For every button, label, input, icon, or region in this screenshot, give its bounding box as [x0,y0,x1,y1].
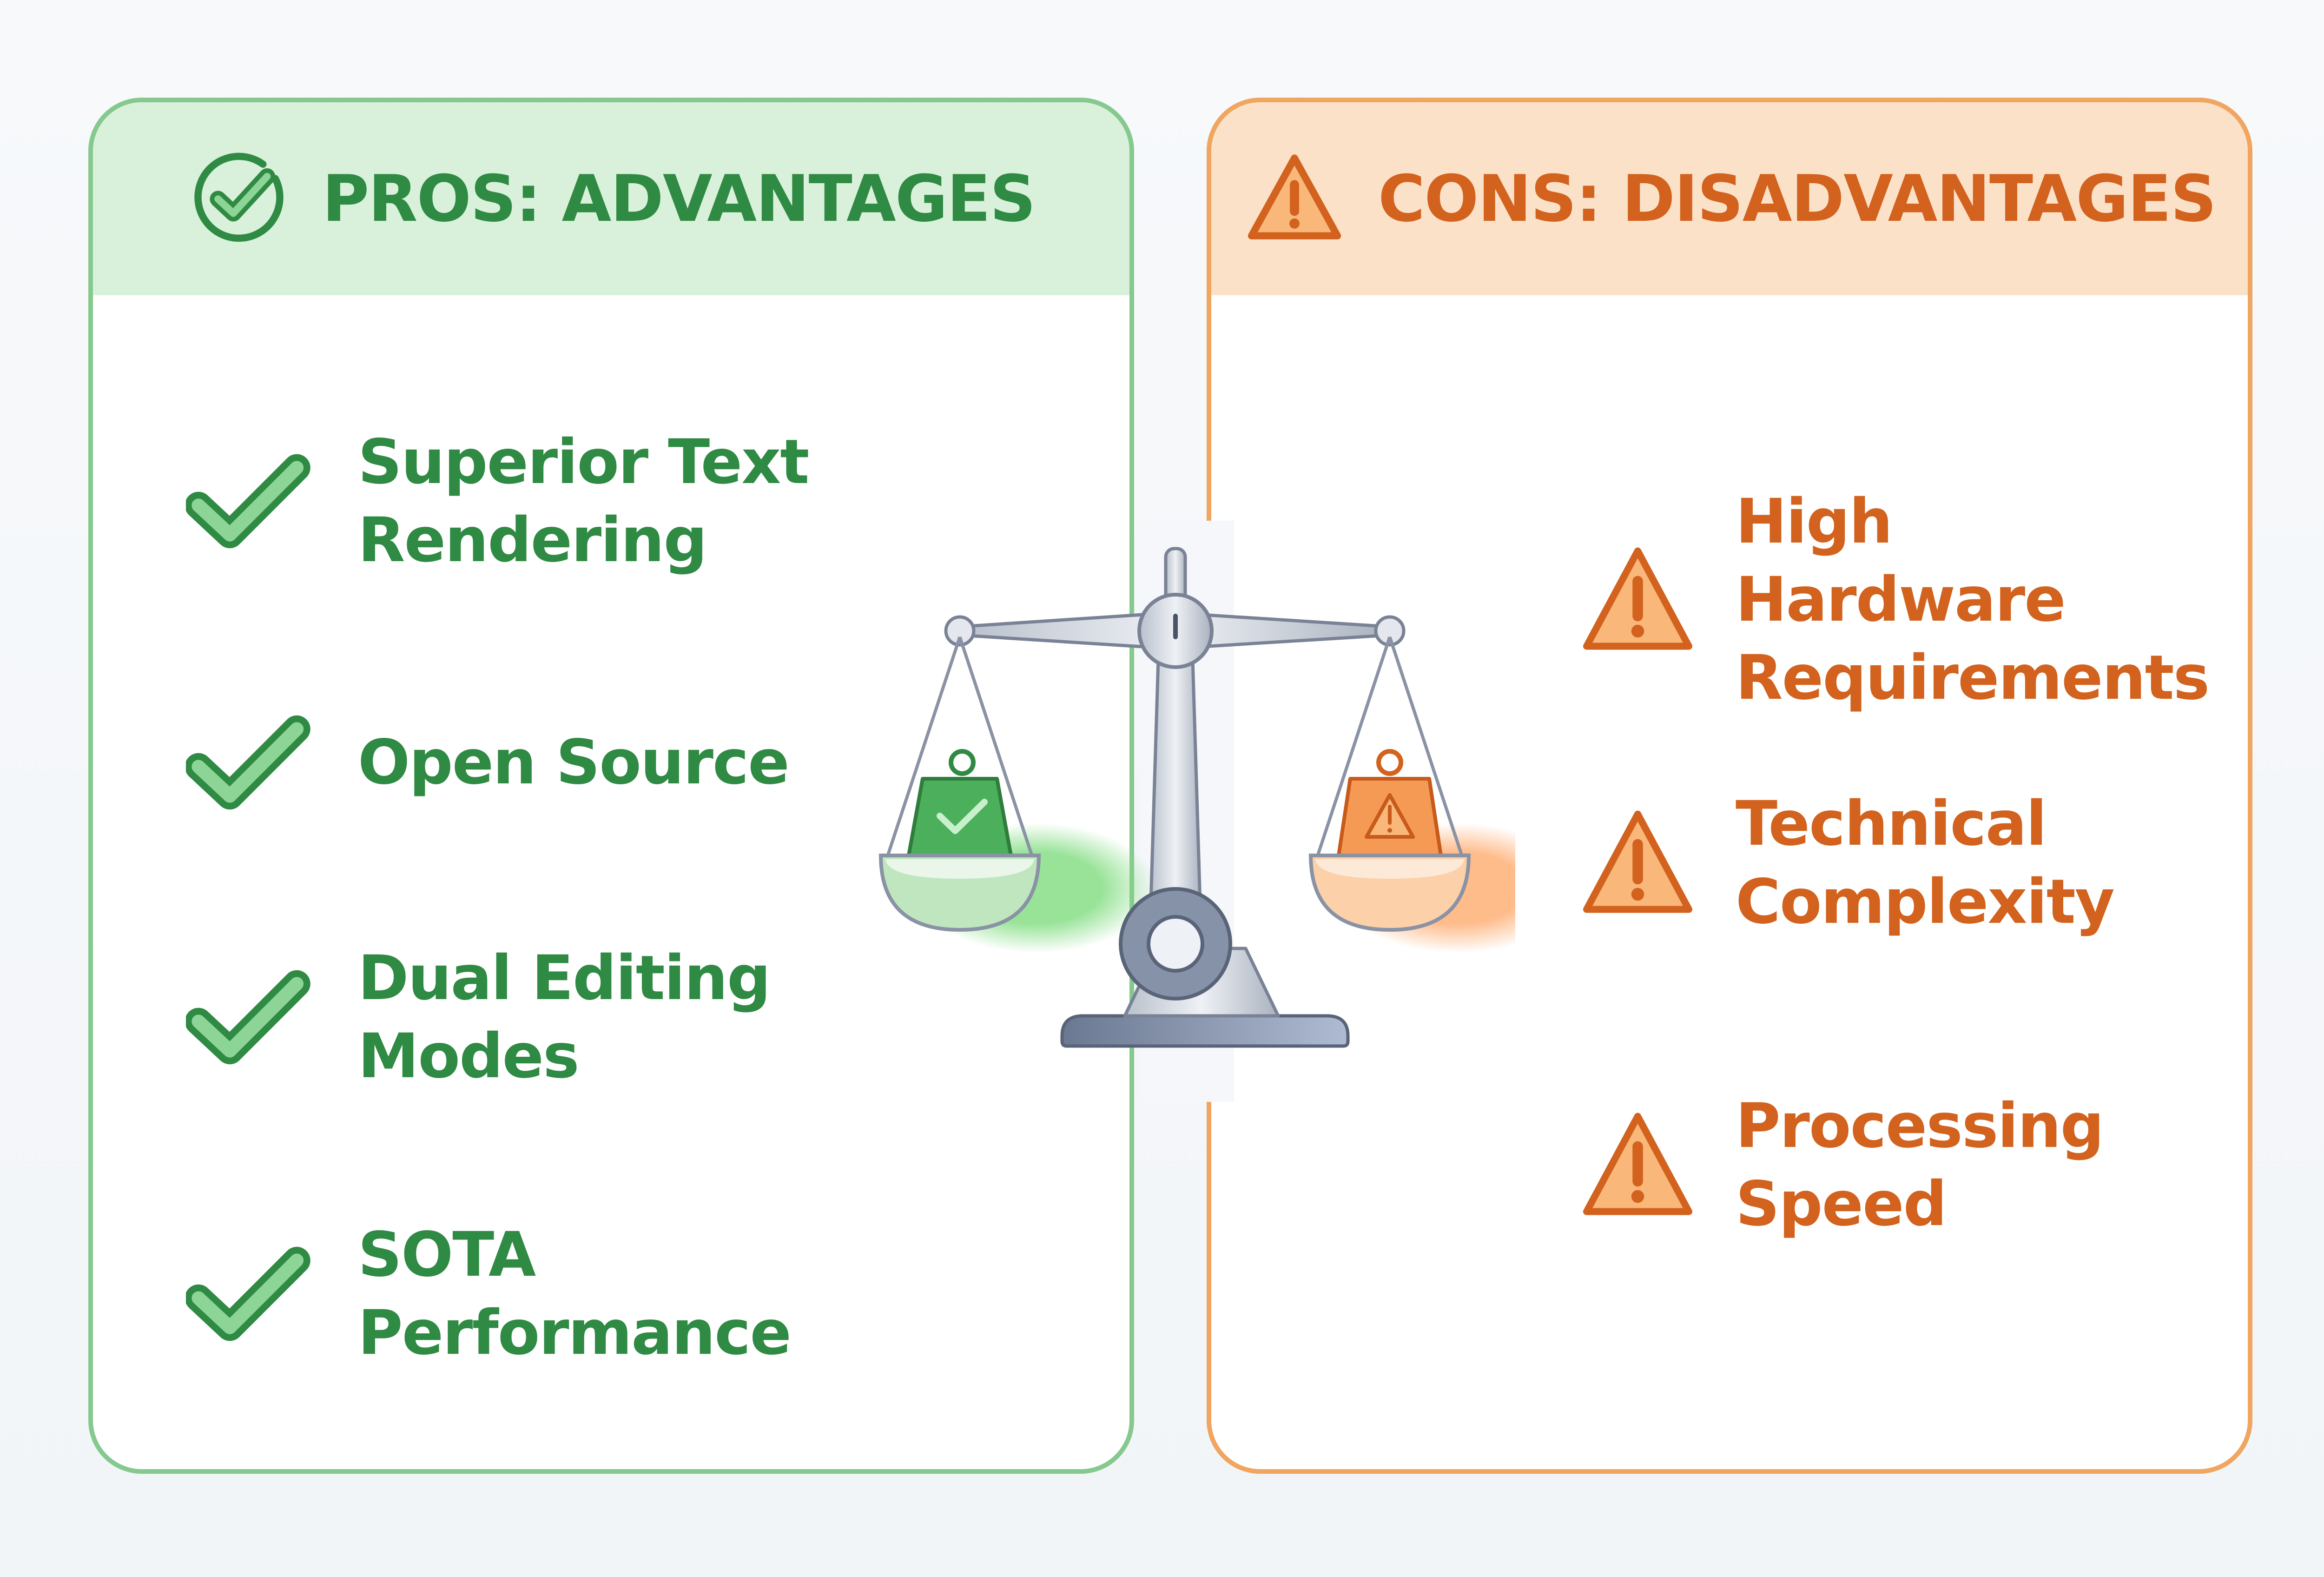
check-weight-icon [907,749,1013,857]
scale-base [1060,1014,1350,1048]
warning-triangle-icon [1583,547,1692,650]
cons-item-label: Technical Complexity [1736,788,2115,938]
warning-triangle-icon [1248,154,1341,239]
pros-header: PROS: ADVANTAGES [93,102,1129,295]
cons-item-label: Processing Speed [1736,1090,2104,1240]
pros-list-item: Dual Editing Modes [186,939,823,1095]
cons-list-item: Processing Speed [1571,1087,2238,1243]
cons-header: CONS: DISADVANTAGES [1211,102,2248,295]
circle-check-icon [194,152,284,242]
cons-item-label: High Hardware Requirements [1736,486,2210,714]
pros-list-item: Open Source [186,709,823,816]
pros-item-label: SOTA Performance [358,1219,792,1369]
warning-weight-icon [1337,749,1443,857]
cons-list-item: High Hardware Requirements [1571,483,2238,717]
pros-title: PROS: ADVANTAGES [322,161,1036,236]
pros-item-label: Superior Text Rendering [358,426,809,576]
balance-scale-icon [837,521,1515,1102]
check-icon [186,1246,310,1341]
cons-list-item: Technical Complexity [1571,785,2238,941]
pros-list-item: SOTA Performance [186,1216,823,1372]
pros-list-item: Superior Text Rendering [186,423,823,579]
pros-item-label: Dual Editing Modes [358,942,771,1092]
check-icon [186,454,310,549]
check-icon [186,970,310,1065]
cons-title: CONS: DISADVANTAGES [1378,161,2217,236]
warning-triangle-icon [1583,810,1692,913]
pros-item-label: Open Source [358,727,790,798]
check-icon [186,715,310,810]
warning-triangle-icon [1583,1113,1692,1215]
